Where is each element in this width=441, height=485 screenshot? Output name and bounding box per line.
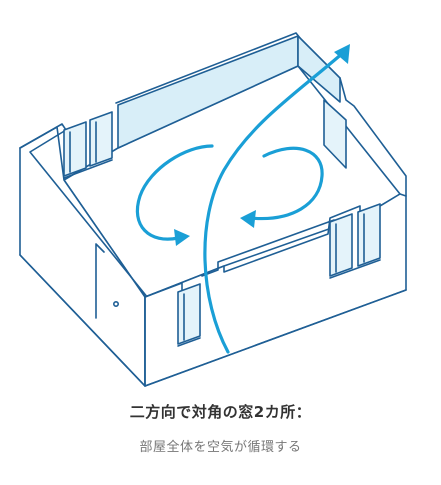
caption-title: 二方向で対角の窓2カ所： xyxy=(129,403,312,421)
front-window-right-inner xyxy=(329,213,381,279)
left-window-frame-1 xyxy=(63,121,87,177)
right-wall-top xyxy=(339,77,407,197)
airflow-left-swirl xyxy=(135,144,214,241)
airflow-main-arrow xyxy=(203,50,346,354)
door xyxy=(95,243,105,319)
back-right-wall-window xyxy=(323,99,347,169)
front-window-left xyxy=(177,283,201,345)
left-window-frame-2 xyxy=(89,111,113,167)
left-window-inner-lines xyxy=(63,121,113,179)
caption-subtitle: 部屋全体を空気が循環する xyxy=(139,440,302,455)
front-window-right-1 xyxy=(329,213,353,277)
door-knob-icon xyxy=(113,300,120,307)
airflow-arrow-icon xyxy=(174,229,190,246)
airflow-arrow-icon xyxy=(334,44,350,64)
airflow-arrow-icon xyxy=(240,210,256,228)
airflow-right-swirl xyxy=(248,146,324,221)
front-window-left-inner xyxy=(177,293,201,347)
back-right-wall xyxy=(297,35,341,103)
front-window-right-2 xyxy=(357,203,381,267)
front-wall-top-edge xyxy=(144,219,335,298)
room-airflow-diagram xyxy=(19,32,407,387)
